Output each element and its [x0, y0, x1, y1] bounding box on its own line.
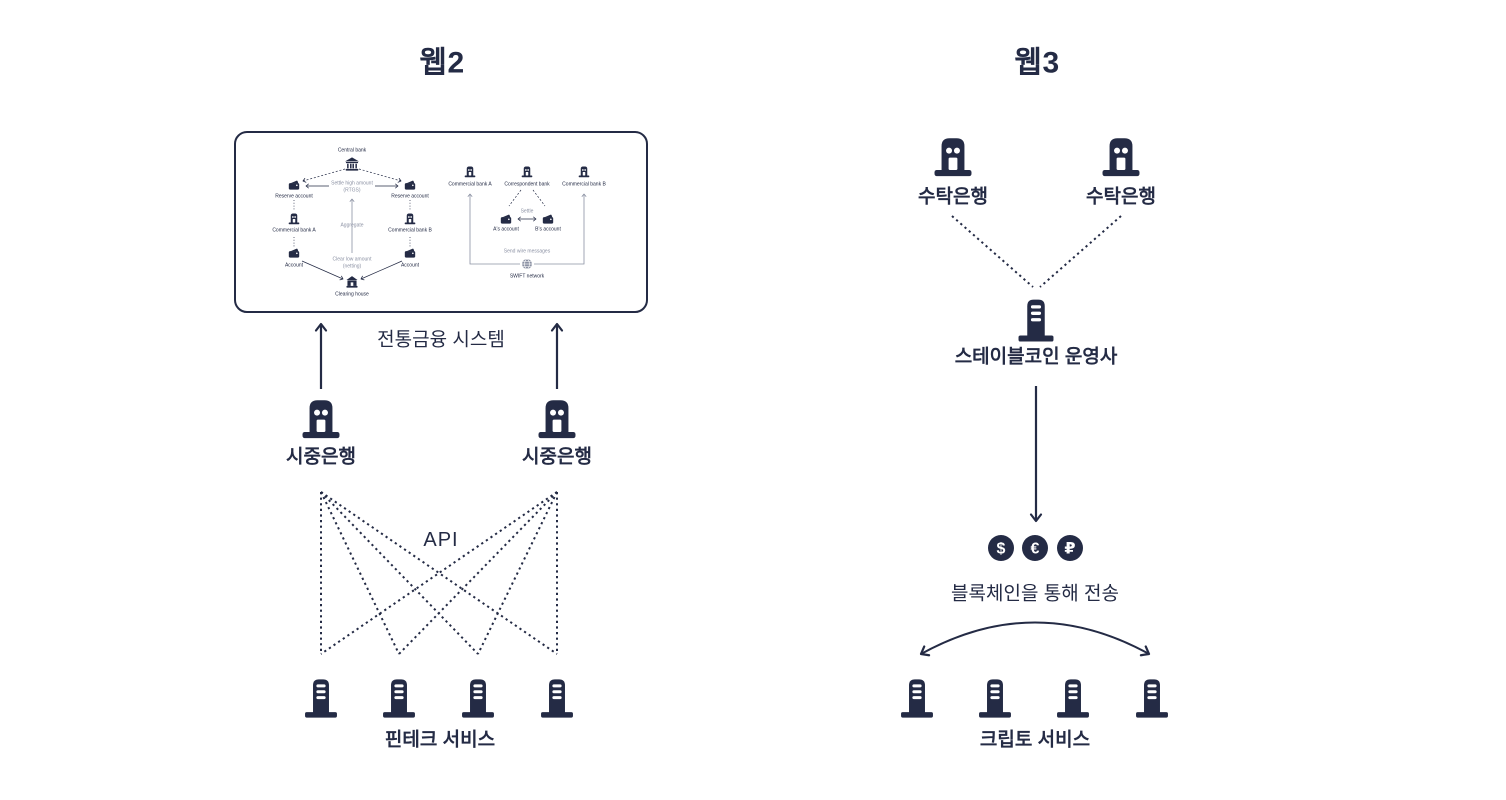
custodian-left-link: [951, 215, 1034, 288]
reserve-account-right-label: Reserve account: [391, 193, 429, 200]
swift-commercial-bank-b-icon: [578, 166, 590, 178]
correspondent-to-b-link: [532, 189, 546, 207]
api-line: [320, 491, 479, 655]
api-label: API: [423, 529, 459, 551]
account-left-label: Account: [284, 262, 304, 269]
rtgs-subdiagram: [288, 157, 416, 288]
commercial-bank-left-icon: [302, 400, 340, 439]
custodian-right-link: [1039, 215, 1122, 288]
custodian-bank-right-icon: [1102, 138, 1140, 177]
commercial-bank-a-icon: [288, 213, 300, 225]
clearing-house-icon: [346, 276, 358, 288]
fintech-service-icon-2: [383, 679, 415, 718]
crypto-service-icon-3: [1057, 679, 1089, 718]
swift-to-bank-b-arrow: [534, 193, 587, 265]
b-account-label: B's account: [535, 226, 561, 233]
api-line: [477, 491, 558, 655]
dollar-symbol: $: [997, 541, 1006, 558]
web2-main: [302, 322, 576, 718]
reserve-account-left-label: Reserve account: [275, 193, 313, 200]
central-bank-label: Central bank: [337, 147, 367, 154]
settle-high-label-1: Settle high amount: [331, 180, 373, 187]
a-account-icon: [500, 214, 512, 224]
b-account-icon: [542, 214, 554, 224]
crypto-services-label: 크립토 서비스: [979, 729, 1091, 751]
settle-label: Settle: [520, 208, 534, 215]
api-line: [320, 491, 400, 655]
settle-high-label-2: (RTGS): [343, 186, 361, 193]
central-to-reserve-left-link: [302, 168, 346, 183]
commercial-bank-right-icon: [538, 400, 576, 439]
euro-symbol: €: [1031, 541, 1040, 558]
send-wire-messages-label: Send wire messages: [503, 248, 551, 255]
reserve-account-right-icon: [404, 180, 416, 190]
custodian-bank-left-icon: [934, 138, 972, 177]
blockchain-transfer-label: 블록체인을 통해 전송: [951, 583, 1119, 605]
swift-commercial-bank-a-icon: [464, 166, 476, 178]
blockchain-transfer-arc: [919, 621, 1151, 657]
fintech-service-icon-4: [541, 679, 573, 718]
clearing-house-label: Clearing house: [335, 291, 369, 298]
account-left-icon: [288, 248, 300, 258]
a-account-label: A's account: [493, 226, 519, 233]
web2-title: 웹2: [419, 46, 465, 80]
ruble-coin-icon: [1057, 535, 1083, 561]
traditional-finance-box: [234, 131, 648, 313]
swift-commercial-bank-b-label: Commercial bank B: [562, 181, 606, 188]
coin-icons: $ € ₽: [988, 535, 1083, 561]
custodian-bank-left-label: 수탁은행: [918, 186, 988, 208]
clear-low-label-2: (netting): [342, 262, 362, 269]
correspondent-bank-icon: [521, 166, 533, 178]
account-to-clearing-left-arrow: [301, 260, 344, 281]
central-bank-icon: [345, 157, 359, 171]
crypto-service-icon-1: [901, 679, 933, 718]
api-line: [398, 491, 558, 655]
stablecoin-operator-label: 스테이블코인 운영사: [954, 346, 1118, 368]
central-to-reserve-right-link: [358, 168, 402, 183]
swift-network-globe-icon: [521, 258, 533, 270]
correspondent-to-a-link: [508, 189, 522, 207]
ruble-symbol: ₽: [1064, 541, 1075, 558]
euro-coin-icon: [1022, 535, 1048, 561]
web3-title: 웹3: [1014, 46, 1060, 80]
swift-to-bank-a-arrow: [467, 193, 520, 265]
api-connection-lines: [320, 491, 558, 655]
swift-subdiagram: [464, 166, 590, 270]
dollar-coin-icon: [988, 535, 1014, 561]
custodian-bank-right-label: 수탁은행: [1086, 186, 1156, 208]
swift-commercial-bank-a-label: Commercial bank A: [448, 181, 492, 188]
fintech-services-label: 핀테크 서비스: [384, 729, 496, 751]
commercial-bank-b-icon: [404, 213, 416, 225]
crypto-service-icon-2: [979, 679, 1011, 718]
fintech-service-icon-1: [305, 679, 337, 718]
account-right-icon: [404, 248, 416, 258]
aggregate-label: Aggregate: [340, 222, 364, 229]
fintech-service-icon-3: [462, 679, 494, 718]
commercial-bank-left-label: 시중은행: [286, 446, 356, 468]
stablecoin-operator-icon: [1018, 299, 1054, 342]
commercial-bank-b-label: Commercial bank B: [388, 227, 432, 234]
commercial-bank-a-label: Commercial bank A: [272, 227, 316, 234]
api-line: [320, 491, 558, 655]
api-line: [320, 491, 558, 655]
correspondent-bank-label: Correspondent bank: [504, 181, 550, 188]
reserve-account-left-icon: [288, 180, 300, 190]
clear-low-label-1: Clear low amount: [332, 256, 372, 263]
account-to-clearing-right-arrow: [360, 260, 403, 281]
account-right-label: Account: [400, 262, 420, 269]
swift-network-label: SWIFT network: [509, 273, 545, 280]
crypto-service-icon-4: [1136, 679, 1168, 718]
commercial-bank-right-label: 시중은행: [522, 446, 592, 468]
traditional-finance-label: 전통금융 시스템: [377, 329, 505, 351]
web3-main: $ € ₽: [901, 138, 1168, 718]
